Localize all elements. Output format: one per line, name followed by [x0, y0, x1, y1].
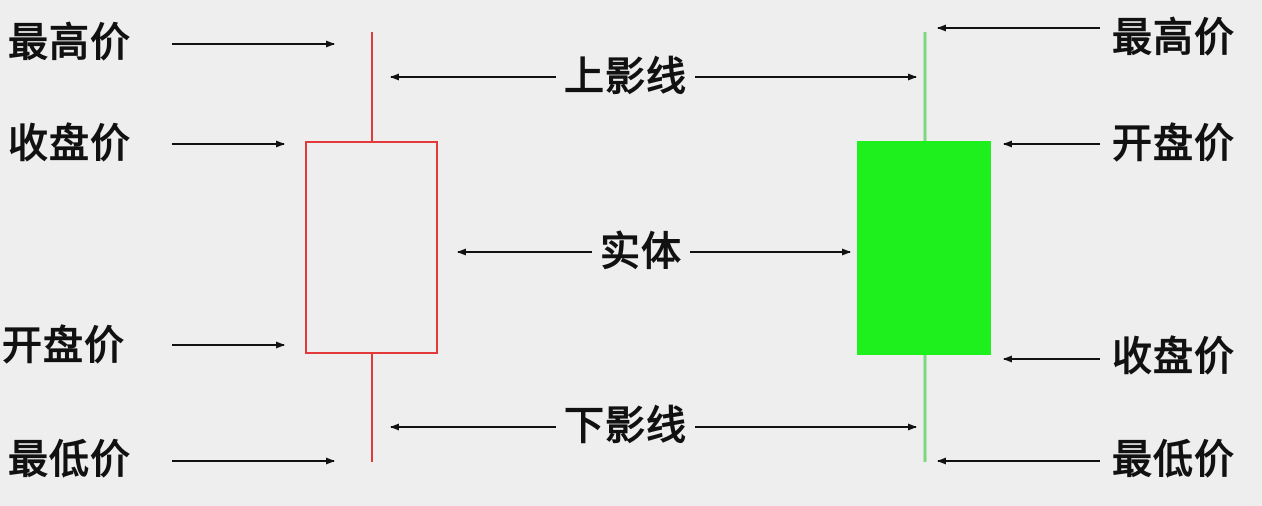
left-open-label: 开盘价: [2, 323, 125, 369]
left-low-label: 最低价: [8, 437, 131, 483]
right-low-label: 最低价: [1112, 437, 1235, 483]
rising-candle: [305, 32, 438, 462]
upper-shadow-label: 上影线: [556, 57, 695, 97]
right-close-label: 收盘价: [1112, 334, 1235, 380]
falling-candle-body: [857, 141, 991, 355]
rising-candle-body: [305, 141, 438, 354]
falling-candle: [857, 32, 991, 462]
lower-shadow-label: 下影线: [556, 406, 695, 446]
right-open-label: 开盘价: [1112, 121, 1235, 167]
body-label: 实体: [592, 232, 690, 272]
left-high-label: 最高价: [8, 20, 131, 66]
left-close-label: 收盘价: [8, 121, 131, 167]
right-high-label: 最高价: [1112, 15, 1235, 61]
